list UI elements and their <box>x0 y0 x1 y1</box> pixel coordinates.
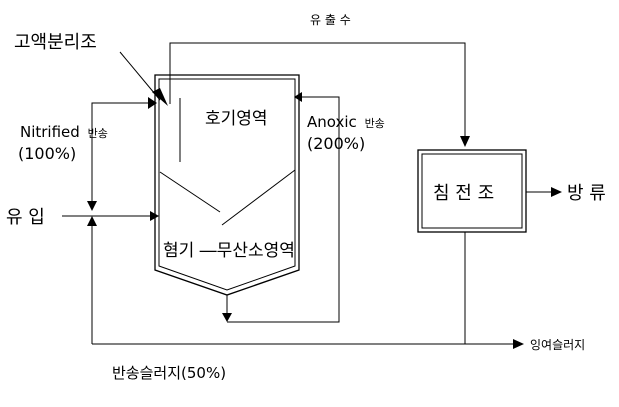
nitrified-recycle-pipe <box>91 102 148 210</box>
anoxic-label: Anoxic 반송 <box>307 113 385 131</box>
anoxic-percent: (200%) <box>307 134 365 153</box>
clarifier-inner <box>421 153 523 229</box>
baffle-left <box>159 171 221 213</box>
nitrified-arrowhead <box>148 97 157 109</box>
influent-label: 유 입 <box>6 207 45 228</box>
effluent-label: 유 출 수 <box>310 13 351 27</box>
return-sludge-label: 반송슬러지(50%) <box>112 364 226 382</box>
anoxic-anaerobic-zone-label: 혐기 ―무산소영역 <box>163 241 295 261</box>
influent-arrowhead <box>150 211 159 221</box>
clarifier-label: 침 전 조 <box>433 183 494 204</box>
aerobic-zone-label: 호기영역 <box>205 109 268 129</box>
discharge-label: 방 류 <box>567 183 606 204</box>
return-sludge-arrowhead <box>87 216 97 226</box>
excess-sludge-arrowhead <box>513 339 524 349</box>
nitrified-percent: (100%) <box>18 144 76 163</box>
reactor-inner-wall <box>158 78 296 291</box>
nitrified-downarrow <box>87 201 97 211</box>
separator-label: 고액분리조 <box>14 32 97 53</box>
reactor-bottom-arrowhead <box>222 313 232 322</box>
effluent-arrowhead <box>460 136 470 147</box>
nitrified-label: Nitrified 반송 <box>20 123 108 141</box>
discharge-arrowhead <box>551 187 562 197</box>
baffle-right <box>221 169 296 226</box>
clarifier-outer <box>417 149 527 233</box>
excess-sludge-label: 잉여슬러지 <box>530 338 585 352</box>
reactor-outer-wall <box>154 74 300 296</box>
anoxic-arrowhead <box>294 92 302 102</box>
separator-leader-arrowhead <box>152 88 168 106</box>
anoxic-recycle-pipe <box>227 96 340 323</box>
effluent-pipe <box>169 42 466 138</box>
